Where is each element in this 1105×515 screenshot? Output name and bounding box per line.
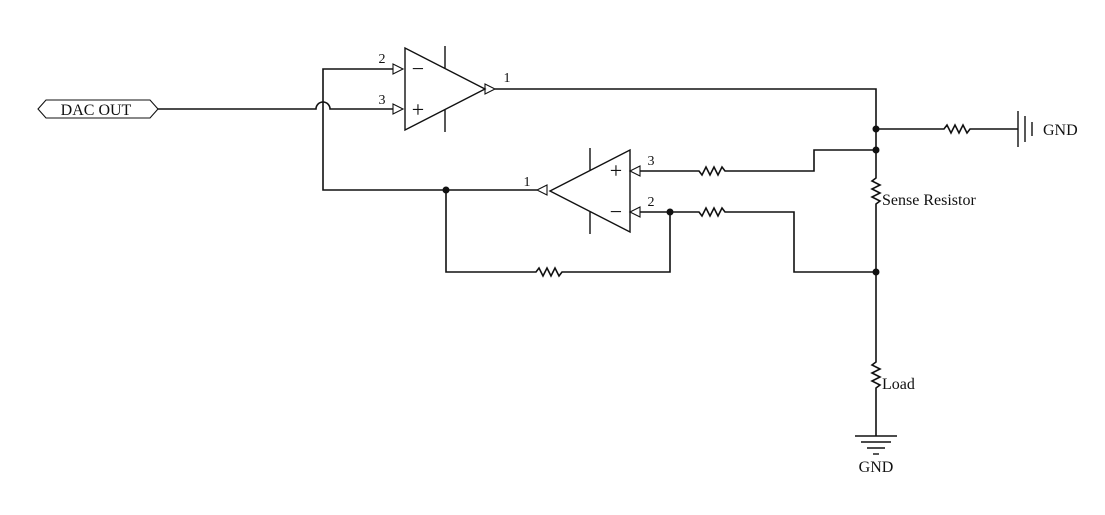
wire-dac-to-noninv (158, 101, 393, 110)
opamp-top-sign-inv: − (412, 56, 424, 81)
junction-dot (872, 268, 880, 276)
opamp-bottom-pin-arrow (535, 184, 548, 196)
ground-symbol-right: GND (1017, 111, 1078, 147)
wire-sense-low-to-inv (640, 206, 876, 273)
load-label: Load (882, 376, 915, 393)
junction-dot (442, 186, 450, 194)
dac-out-label: DAC OUT (61, 102, 132, 119)
opamp-top-pin-arrow (392, 63, 405, 75)
opamp-bottom-pin-2: 2 (648, 195, 655, 210)
ground-symbol-bottom: GND (855, 435, 897, 476)
opamp-top-pin-1: 1 (504, 71, 511, 86)
load-resistor[interactable] (870, 272, 882, 436)
opamp-bottom-sign-inv: − (610, 199, 622, 224)
opamp-top-pin-arrow (484, 83, 497, 95)
opamp-top-pin-3: 3 (379, 93, 386, 108)
sense-resistor[interactable] (870, 129, 882, 272)
junction-dot (872, 146, 880, 154)
wire-feedback-loop (322, 68, 537, 191)
opamp-bottom-pin-1: 1 (524, 175, 531, 190)
wire-output-to-sense (495, 88, 877, 129)
sense-resistor-label: Sense Resistor (882, 192, 976, 209)
opamp-bottom-pin-3: 3 (648, 154, 655, 169)
opamp-bottom-pin-arrow (628, 206, 641, 218)
feedback-resistor[interactable] (445, 190, 671, 278)
wire-to-gnd-right (876, 123, 1018, 135)
opamp-top-body (404, 46, 487, 132)
junction-dot (872, 125, 880, 133)
opamp-bottom-body (548, 148, 631, 234)
opamp-bottom-pin-arrow (628, 165, 641, 177)
wire-sense-high-to-noninv (640, 149, 876, 177)
junction-dot (666, 208, 674, 216)
opamp-top: − + 2 3 1 (379, 46, 511, 132)
gnd-bottom-label: GND (859, 459, 894, 476)
dac-out-port[interactable]: DAC OUT (37, 99, 159, 119)
opamp-top-pin-2: 2 (379, 52, 386, 67)
gnd-right-label: GND (1043, 122, 1078, 139)
opamp-top-pin-arrow (392, 103, 405, 115)
opamp-bottom-sign-noninv: + (610, 158, 622, 183)
opamp-bottom: + − 3 2 1 (524, 148, 655, 234)
opamp-top-sign-noninv: + (412, 97, 424, 122)
